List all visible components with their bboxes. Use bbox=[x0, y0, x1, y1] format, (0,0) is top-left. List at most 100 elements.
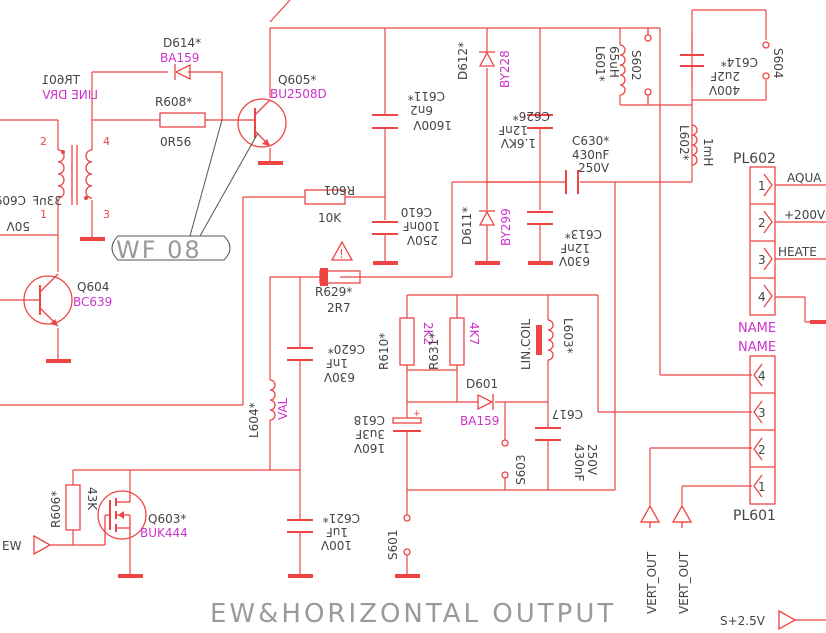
c630-voltage: 250V bbox=[578, 161, 610, 175]
tr601-value: LINE DRV bbox=[41, 88, 98, 102]
c626-value: 12nF bbox=[498, 123, 528, 137]
q604-value: BC639 bbox=[73, 295, 112, 309]
c621-value: 1uF bbox=[326, 525, 348, 539]
r629-ref: R629* bbox=[315, 285, 352, 299]
pl602-pin-2: 2 bbox=[758, 216, 766, 230]
d614-ref: D614* bbox=[163, 36, 201, 50]
pl601-pin-3: 3 bbox=[758, 406, 766, 420]
s604-switch bbox=[762, 41, 770, 80]
c611-voltage: 1600V bbox=[412, 118, 452, 132]
c610-capacitor bbox=[372, 221, 398, 235]
pl602-pin-2-label: +200V bbox=[784, 208, 826, 222]
q603-mosfet bbox=[97, 490, 147, 545]
r601-resistor bbox=[304, 189, 346, 205]
l603-value: LIN.COIL bbox=[519, 319, 533, 370]
q605-ref: Q605* bbox=[278, 73, 316, 87]
r606-ref: R606* bbox=[49, 491, 63, 528]
c609-ref: C609 bbox=[0, 193, 26, 207]
r610-ref: R610* bbox=[377, 333, 391, 370]
tr601-transformer bbox=[57, 145, 93, 205]
d601-ref: D601 bbox=[466, 377, 498, 391]
pl601-pin-1: 1 bbox=[758, 480, 766, 494]
pl601-ref: PL601 bbox=[733, 508, 776, 524]
pl602-ref: PL602 bbox=[733, 151, 776, 167]
q603-value: BUK444 bbox=[140, 526, 188, 540]
s604-ref: S604 bbox=[771, 48, 785, 79]
l602-value: 1mH bbox=[701, 138, 715, 166]
vert-out-label-2: VERT_OUT bbox=[677, 551, 691, 614]
d614-diode bbox=[174, 63, 191, 81]
l601-inductor bbox=[619, 44, 626, 96]
c620-ref: C620* bbox=[328, 342, 365, 356]
r608-value: 0R56 bbox=[160, 135, 191, 149]
d612-value: BY228 bbox=[498, 50, 512, 88]
c610-value: 100nF bbox=[402, 219, 440, 233]
c626-ref: C626* bbox=[513, 109, 550, 123]
s602-ref: S602 bbox=[629, 50, 643, 81]
c618-ref: C618 bbox=[354, 413, 385, 427]
c617-ref: C617 bbox=[552, 407, 583, 421]
s601-switch bbox=[403, 514, 411, 556]
r606-value: 43K bbox=[85, 487, 99, 511]
pl601-connector bbox=[749, 355, 776, 505]
tr-pin-4: 4 bbox=[103, 135, 110, 148]
r629-resistor: ! bbox=[319, 240, 361, 286]
svg-text:+: + bbox=[413, 409, 421, 419]
c614-ref: C614* bbox=[721, 55, 758, 69]
pl602-name: NAME bbox=[738, 321, 776, 336]
vert-out-port-1 bbox=[639, 504, 661, 528]
r601-ref: R601 bbox=[324, 183, 355, 197]
pl602-pin-1: 1 bbox=[758, 179, 766, 193]
c618-capacitor: + bbox=[392, 409, 422, 432]
r629-value: 2R7 bbox=[327, 301, 351, 315]
d612-ref: D612* bbox=[456, 42, 470, 80]
d611-value: BY299 bbox=[499, 208, 513, 246]
d601-diode bbox=[477, 393, 494, 411]
wf-watermark: WF 08 bbox=[111, 119, 259, 264]
l601-ref: L601* bbox=[593, 46, 607, 82]
l604-value: VAL bbox=[276, 397, 290, 420]
r601-value: 10K bbox=[318, 211, 342, 225]
q605-transistor bbox=[237, 98, 287, 148]
c626-voltage: 1.6KV bbox=[500, 136, 536, 150]
d611-diode bbox=[478, 210, 496, 226]
c613-value: 12nF bbox=[560, 241, 590, 255]
wf-label: WF 08 bbox=[116, 236, 202, 264]
c620-voltage: 630V bbox=[323, 370, 355, 384]
c614-value: 2u2F bbox=[710, 69, 740, 83]
tr-pin-3: 3 bbox=[103, 208, 110, 221]
pl602-pin-4: 4 bbox=[758, 290, 766, 304]
c618-value: 3u3F bbox=[355, 427, 385, 441]
ground-symbols bbox=[46, 161, 826, 578]
d611-ref: D611* bbox=[460, 207, 474, 245]
l603-coil bbox=[536, 319, 554, 361]
c613-capacitor bbox=[527, 211, 553, 225]
c609-voltage: 50V bbox=[6, 219, 30, 233]
r608-ref: R608* bbox=[155, 95, 192, 109]
pl601-name: NAME bbox=[738, 340, 776, 355]
s603-switch bbox=[501, 439, 509, 479]
ew-label: EW bbox=[2, 539, 22, 553]
vert-out-port-2 bbox=[671, 504, 693, 528]
d614-value: BA159 bbox=[160, 51, 199, 65]
s602-switch bbox=[644, 28, 652, 105]
c626-capacitor bbox=[527, 114, 553, 129]
r610-value: 2K2 bbox=[421, 322, 435, 345]
r610-resistor bbox=[399, 317, 415, 366]
c621-ref: C621* bbox=[323, 511, 360, 525]
supply-port bbox=[778, 609, 797, 631]
c610-ref: C610 bbox=[401, 205, 432, 219]
c630-value: 430nF bbox=[572, 148, 610, 162]
c617-capacitor bbox=[535, 427, 561, 441]
c621-voltage: 100V bbox=[320, 538, 352, 552]
l602-ref: L602* bbox=[677, 125, 691, 161]
r631-resistor bbox=[449, 317, 465, 366]
d601-value: BA159 bbox=[460, 414, 499, 428]
tr601-ref: TR601 bbox=[41, 73, 81, 87]
c611-value: 6n2 bbox=[410, 103, 433, 117]
c617-voltage: 250V bbox=[585, 444, 599, 476]
q605-value: BU2508D bbox=[270, 87, 327, 101]
c611-ref: C611* bbox=[408, 89, 445, 103]
